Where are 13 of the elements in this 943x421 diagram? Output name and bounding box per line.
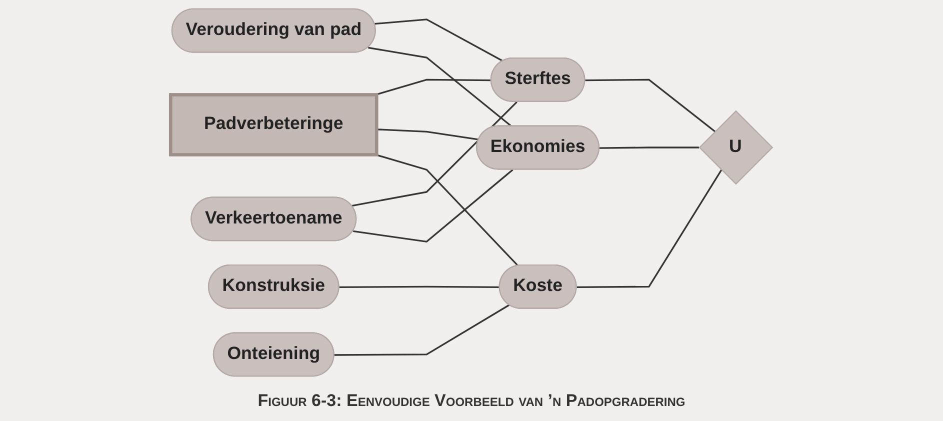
connector — [585, 78, 716, 132]
connector — [376, 128, 480, 140]
connector — [576, 170, 722, 288]
connector — [334, 304, 510, 356]
connector — [353, 169, 514, 243]
figure-caption: Figuur 6-3: Eenvoudige Voorbeeld van ’n Padopgradering — [258, 391, 686, 411]
node-box: Padverbeteringe — [168, 93, 378, 156]
connector — [600, 146, 699, 149]
connector — [339, 286, 500, 288]
connector — [374, 18, 504, 62]
connector — [352, 101, 518, 207]
node-diamond: U — [698, 110, 774, 185]
connector — [368, 46, 512, 128]
